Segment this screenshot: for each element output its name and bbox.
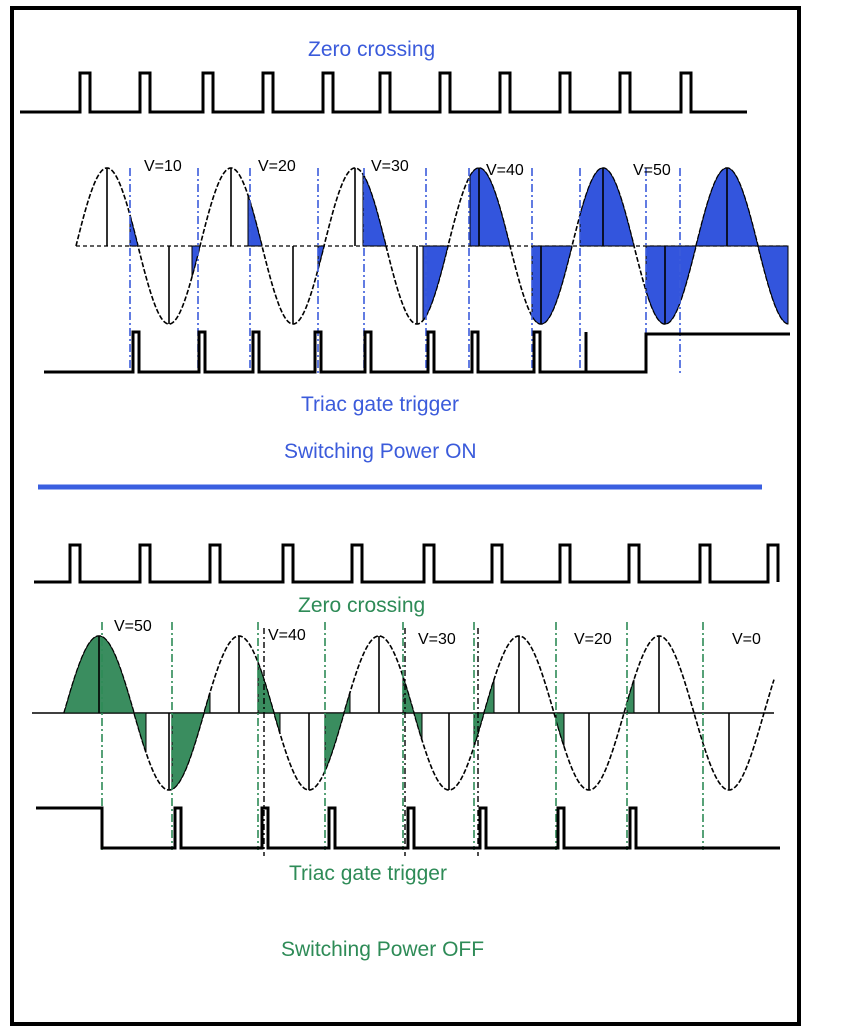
power-on-diagram	[20, 71, 790, 376]
on-conduction-fill	[469, 167, 511, 247]
off-caption: Switching Power OFF	[281, 938, 485, 961]
off-conduction-fill	[555, 712, 565, 747]
power-off-diagram	[32, 543, 780, 856]
off-zero-crossing-signal	[34, 543, 780, 584]
off-level-label: V=30	[418, 631, 456, 648]
on-level-label: V=40	[486, 162, 524, 179]
outer-border	[10, 6, 801, 1026]
off-level-label: V=0	[732, 631, 761, 648]
off-conduction-fill	[171, 692, 211, 791]
off-conduction-fill	[626, 679, 635, 714]
on-conduction-fill	[531, 245, 573, 325]
on-level-label: V=30	[371, 158, 409, 175]
off-conduction-fill	[473, 679, 495, 747]
on-zero-crossing-label: Zero crossing	[308, 38, 436, 61]
on-zero-crossing-signal	[20, 71, 747, 114]
off-trigger-label: Triac gate trigger	[289, 862, 447, 885]
on-level-label: V=50	[633, 162, 671, 179]
on-gate-trigger-signal	[44, 330, 790, 374]
off-conduction-fill	[324, 692, 351, 772]
off-zero-crossing-label: Zero crossing	[298, 594, 426, 617]
off-conduction-fill	[402, 676, 423, 741]
on-conduction-fill	[129, 215, 139, 247]
off-level-label: V=50	[114, 618, 152, 635]
off-gate-trigger-signal	[36, 806, 780, 850]
on-conduction-fill	[422, 245, 449, 322]
on-conduction-fill	[645, 167, 789, 325]
on-conduction-fill	[362, 172, 387, 247]
on-level-label: V=20	[258, 158, 296, 175]
on-level-label: V=10	[144, 158, 182, 175]
on-conduction-fill	[579, 167, 635, 247]
off-level-label: V=40	[268, 627, 306, 644]
on-trigger-label: Triac gate trigger	[301, 393, 459, 416]
off-conduction-fill	[257, 662, 281, 734]
on-conduction-fill	[317, 245, 325, 270]
off-conduction-fill	[63, 635, 147, 753]
off-level-label: V=20	[574, 631, 612, 648]
on-caption: Switching Power ON	[284, 440, 477, 463]
